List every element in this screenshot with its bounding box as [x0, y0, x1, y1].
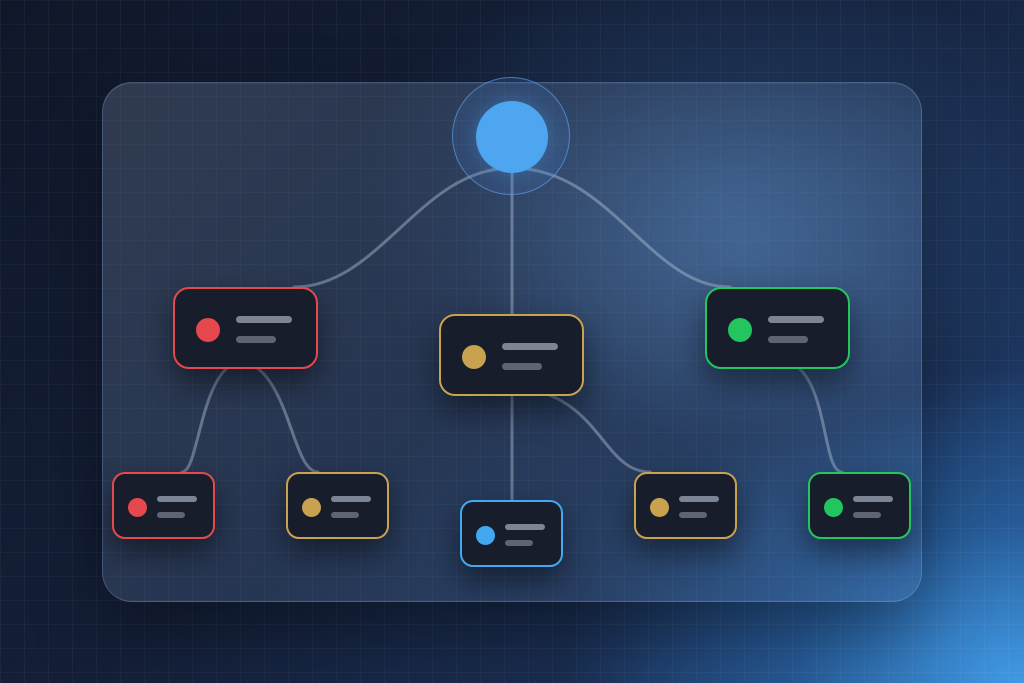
- status-dot-icon: [650, 498, 669, 517]
- text-line-placeholder: [331, 512, 359, 518]
- text-line-placeholder: [505, 524, 545, 530]
- text-line-placeholder: [236, 336, 276, 343]
- edge-n2-n2b: [506, 386, 652, 474]
- edge-n3-n3a: [776, 358, 844, 474]
- text-line-placeholder: [853, 496, 893, 502]
- node-level1-red[interactable]: [173, 287, 318, 369]
- text-line-placeholder: [502, 363, 542, 370]
- text-line-placeholder: [157, 496, 197, 502]
- status-dot-icon: [462, 345, 486, 369]
- text-line-placeholder: [679, 512, 707, 518]
- text-line-placeholder: [768, 336, 808, 343]
- edge-n1-n1b: [232, 358, 320, 474]
- status-dot-icon: [476, 526, 495, 545]
- node-level2-red[interactable]: [112, 472, 215, 539]
- text-line-placeholder: [768, 316, 824, 323]
- text-line-placeholder: [157, 512, 185, 518]
- text-line-placeholder: [505, 540, 533, 546]
- text-line-placeholder: [853, 512, 881, 518]
- node-level2-gold[interactable]: [634, 472, 737, 539]
- node-level1-gold[interactable]: [439, 314, 584, 396]
- status-dot-icon: [824, 498, 843, 517]
- text-line-placeholder: [502, 343, 558, 350]
- status-dot-icon: [128, 498, 147, 517]
- root-node[interactable]: [476, 101, 548, 173]
- status-dot-icon: [728, 318, 752, 342]
- edge-root-n3: [510, 166, 732, 289]
- text-line-placeholder: [331, 496, 371, 502]
- node-level2-blue[interactable]: [460, 500, 563, 567]
- edge-n1-n1a: [180, 358, 248, 474]
- text-line-placeholder: [236, 316, 292, 323]
- node-level1-green[interactable]: [705, 287, 850, 369]
- node-level2-green[interactable]: [808, 472, 911, 539]
- status-dot-icon: [302, 498, 321, 517]
- node-level2-gold[interactable]: [286, 472, 389, 539]
- text-line-placeholder: [679, 496, 719, 502]
- status-dot-icon: [196, 318, 220, 342]
